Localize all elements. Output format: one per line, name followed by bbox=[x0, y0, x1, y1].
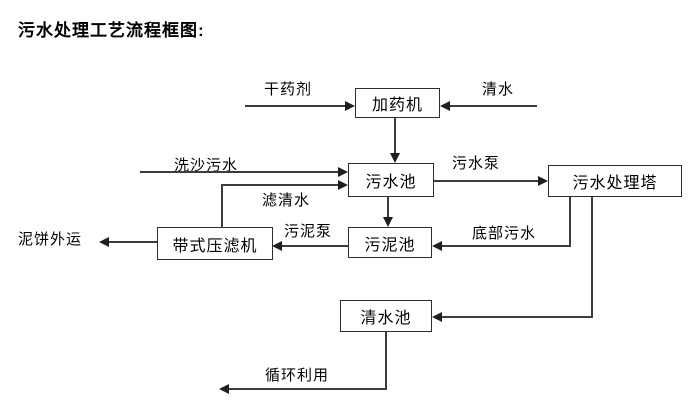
label-sludge-pump: 污泥泵 bbox=[284, 223, 333, 240]
label-filtered-water: 滤清水 bbox=[262, 192, 311, 209]
arrowhead-left-icon bbox=[432, 312, 442, 322]
node-clean-water-pool: 清水池 bbox=[340, 300, 432, 332]
connector-bottom-sewage-vline bbox=[569, 197, 571, 247]
connector-recycle-hline bbox=[228, 388, 387, 390]
arrowhead-right-icon bbox=[538, 176, 548, 186]
label-dry-agent: 干药剂 bbox=[264, 81, 313, 98]
arrowhead-right-icon bbox=[345, 101, 355, 111]
label-clean-water: 清水 bbox=[482, 81, 515, 98]
node-sewage-pool: 污水池 bbox=[348, 163, 434, 197]
arrowhead-right-icon bbox=[338, 167, 348, 177]
label-recycle-use: 循环利用 bbox=[265, 367, 330, 384]
arrowhead-down-icon bbox=[390, 153, 400, 163]
connector-tower-to-clean-hline bbox=[441, 316, 593, 318]
node-dosing-machine: 加药机 bbox=[355, 88, 440, 118]
connector-sewage-to-sludge-line bbox=[387, 197, 389, 219]
connector-dry-agent-line bbox=[245, 105, 346, 107]
connector-sewage-pump-line bbox=[434, 180, 539, 182]
node-treatment-tower: 污水处理塔 bbox=[548, 165, 682, 197]
node-sludge-pool: 污泥池 bbox=[348, 227, 432, 258]
connector-filtered-water-vline bbox=[221, 184, 223, 228]
diagram-title: 污水处理工艺流程框图: bbox=[18, 21, 205, 40]
arrowhead-right-icon bbox=[338, 180, 348, 190]
connector-dosing-to-sewage-line bbox=[394, 118, 396, 155]
arrowhead-left-icon bbox=[219, 384, 229, 394]
connector-recycle-vline bbox=[385, 332, 387, 390]
connector-mud-cake-line bbox=[108, 241, 157, 243]
connector-tower-to-clean-vline bbox=[591, 197, 593, 318]
connector-sand-wash-line bbox=[140, 171, 339, 173]
arrowhead-left-icon bbox=[440, 101, 450, 111]
connector-filtered-water-hline bbox=[221, 184, 339, 186]
label-sewage-pump: 污水泵 bbox=[452, 155, 501, 172]
connector-bottom-sewage-hline bbox=[441, 245, 571, 247]
arrowhead-left-icon bbox=[432, 241, 442, 251]
connector-sludge-pump-line bbox=[281, 245, 348, 247]
arrowhead-down-icon bbox=[383, 217, 393, 227]
arrowhead-left-icon bbox=[272, 241, 282, 251]
arrowhead-left-icon bbox=[99, 237, 109, 247]
label-mud-cake-out: 泥饼外运 bbox=[18, 231, 83, 248]
label-bottom-sewage: 底部污水 bbox=[472, 225, 537, 242]
label-sand-wash-sewage: 洗沙污水 bbox=[174, 157, 239, 174]
node-belt-filter-press: 带式压滤机 bbox=[157, 227, 273, 260]
connector-clean-water-line bbox=[449, 105, 537, 107]
